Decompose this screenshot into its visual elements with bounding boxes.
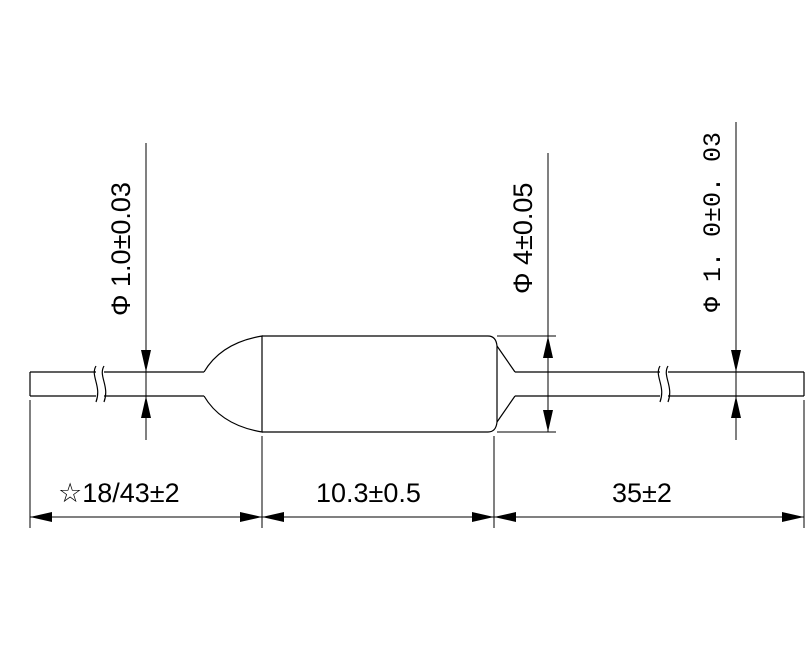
- dim-right-wire-arrow-bottom: [731, 396, 741, 418]
- dim-right-wire-text: Φ 1. 0±0. 03: [699, 132, 728, 312]
- left-wire-break-mark-1: [93, 365, 99, 403]
- right-wire-break-mark-2: [665, 365, 671, 403]
- left-wire-break-mark-2: [101, 365, 107, 403]
- dim-left-wire-arrow-top: [141, 350, 151, 372]
- dim-right-wire-diameter: Φ 1. 0±0. 03: [699, 122, 741, 440]
- dim-body-diameter: Φ 4±0.05: [497, 153, 556, 433]
- dim-right-wire-arrow-top: [731, 350, 741, 372]
- dim-body-arrow-bottom: [543, 410, 553, 432]
- dim-right-lead-text: 35±2: [612, 478, 672, 508]
- dim-right-lead-arrow-l: [494, 512, 516, 522]
- dim-lengths: ☆18/43±2 10.3±0.5 35±2: [29, 400, 805, 528]
- body-right-taper: [496, 345, 516, 423]
- dim-body-length-arrow-l: [262, 512, 284, 522]
- dim-right-lead-arrow-r: [782, 512, 804, 522]
- right-wire-break-mark-1: [657, 365, 663, 403]
- dim-left-wire-arrow-bottom: [141, 396, 151, 418]
- body-left-nose: [203, 335, 263, 433]
- dim-left-lead-arrow-r: [240, 512, 262, 522]
- dim-body-text: Φ 4±0.05: [508, 183, 538, 294]
- dim-left-wire-text: Φ 1.0±0.03: [106, 182, 136, 316]
- body-cylinder: [262, 335, 498, 433]
- dim-body-length-arrow-r: [472, 512, 494, 522]
- dim-left-wire-diameter: Φ 1.0±0.03: [106, 143, 151, 440]
- dim-body-length-text: 10.3±0.5: [316, 478, 421, 508]
- dim-left-lead-text: ☆18/43±2: [58, 478, 180, 508]
- dim-body-arrow-top: [543, 336, 553, 358]
- dim-left-lead-arrow-l: [30, 512, 52, 522]
